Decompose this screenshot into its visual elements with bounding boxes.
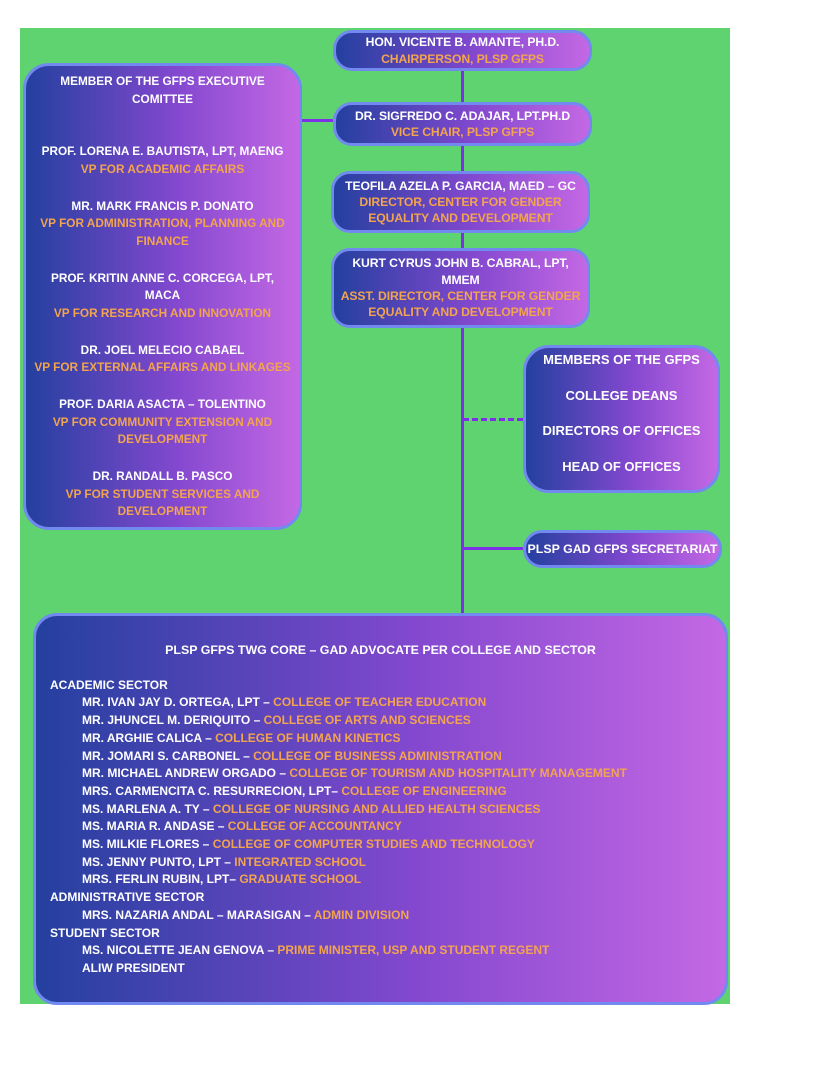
twg-entry: MS. NICOLETTE JEAN GENOVA – PRIME MINIST…: [50, 942, 711, 960]
twg-entry: MS. MILKIE FLORES – COLLEGE OF COMPUTER …: [50, 836, 711, 854]
twg-core-box: PLSP GFPS TWG CORE – GAD ADVOCATE PER CO…: [33, 613, 728, 1005]
twg-entry: MRS. NAZARIA ANDAL – MARASIGAN – ADMIN D…: [50, 907, 711, 925]
advocate-role: COLLEGE OF ACCOUNTANCY: [227, 819, 402, 834]
advocate-name: MRS. CARMENCITA C. RESURRECION, LPT–: [82, 783, 342, 798]
committee-member: DR. JOEL MELECIO CABAEL VP FOR EXTERNAL …: [34, 342, 291, 377]
connector-members-dashed: [463, 418, 523, 421]
advocate-name: MR. ARGHIE CALICA –: [82, 730, 216, 745]
member-title: VP FOR COMMUNITY EXTENSION AND DEVELOPME…: [52, 414, 273, 447]
twg-entry: MRS. CARMENCITA C. RESURRECION, LPT– COL…: [50, 783, 711, 801]
advocate-name: MS. MARIA R. ANDASE –: [82, 819, 228, 834]
twg-entry: MS. MARLENA A. TY – COLLEGE OF NURSING A…: [50, 801, 711, 819]
committee-member: PROF. KRITIN ANNE C. CORCEGA, LPT, MACA …: [34, 270, 291, 323]
member-name: DR. RANDALL B. PASCO: [92, 469, 233, 483]
member-title: VP FOR ADMINISTRATION, PLANNING AND FINA…: [40, 216, 285, 248]
members-line: HEAD OF OFFICES: [562, 458, 681, 474]
advocate-name: MR. JOMARI S. CARBONEL –: [82, 748, 254, 763]
member-name: PROF. DARIA ASACTA – TOLENTINO: [59, 397, 266, 411]
connector-secretariat: [463, 547, 523, 550]
section-heading: ACADEMIC SECTOR: [50, 677, 168, 692]
member-title: VP FOR ACADEMIC AFFAIRS: [80, 161, 245, 176]
advocate-role: COLLEGE OF TOURISM AND HOSPITALITY MANAG…: [289, 766, 627, 781]
connector-execcommittee: [301, 119, 333, 122]
advocate-role: GRADUATE SCHOOL: [239, 872, 362, 887]
twg-section-student: STUDENT SECTOR MS. NICOLETTE JEAN GENOVA…: [50, 925, 711, 978]
section-heading: ADMINISTRATIVE SECTOR: [50, 890, 205, 905]
advocate-role: COLLEGE OF HUMAN KINETICS: [215, 730, 401, 745]
members-line: COLLEGE DEANS: [565, 387, 678, 403]
member-name: DR. JOEL MELECIO CABAEL: [80, 342, 245, 357]
advocate-role: COLLEGE OF TEACHER EDUCATION: [273, 695, 487, 710]
advocate-role: COLLEGE OF NURSING AND ALLIED HEALTH SCI…: [212, 801, 541, 816]
member-title: VP FOR RESEARCH AND INNOVATION: [53, 305, 272, 320]
advocate-role: PRIME MINISTER, USP AND STUDENT REGENT: [277, 943, 550, 958]
advocate-name: MS. NICOLETTE JEAN GENOVA –: [82, 943, 278, 958]
committee-member: DR. RANDALL B. PASCO VP FOR STUDENT SERV…: [34, 468, 291, 521]
asst-director-box: KURT CYRUS JOHN B. CABRAL, LPT, MMEM ASS…: [331, 248, 590, 328]
director-name: TEOFILA AZELA P. GARCIA, MAED – GC: [345, 178, 576, 193]
advocate-role: INTEGRATED SCHOOL: [234, 854, 367, 869]
advocate-name: MRS. NAZARIA ANDAL – MARASIGAN –: [82, 907, 314, 922]
advocate-role: COLLEGE OF BUSINESS ADMINISTRATION: [253, 748, 502, 763]
advocate-name: MRS. FERLIN RUBIN, LPT–: [82, 872, 240, 887]
committee-member: MR. MARK FRANCIS P. DONATO VP FOR ADMINI…: [34, 198, 291, 251]
committee-member: PROF. LORENA E. BAUTISTA, LPT, MAENG VP …: [34, 143, 291, 178]
director-title: DIRECTOR, CENTER FOR GENDER EQUALITY AND…: [359, 194, 562, 226]
secretariat-box: PLSP GAD GFPS SECRETARIAT: [523, 530, 722, 568]
gfps-members-box: MEMBERS OF THE GFPS COLLEGE DEANS DIRECT…: [523, 345, 720, 493]
vicechair-name: DR. SIGFREDO C. ADAJAR, LPT.PH.D: [354, 108, 571, 123]
director-box: TEOFILA AZELA P. GARCIA, MAED – GC DIREC…: [331, 171, 590, 233]
members-line: MEMBERS OF THE GFPS: [543, 352, 700, 367]
member-name: MR. MARK FRANCIS P. DONATO: [71, 198, 254, 213]
member-name: PROF. LORENA E. BAUTISTA, LPT, MAENG: [41, 144, 284, 158]
twg-entry: MR. IVAN JAY D. ORTEGA, LPT – COLLEGE OF…: [50, 694, 711, 712]
connector-vicechair-director: [461, 146, 464, 171]
executive-committee-box: MEMBER OF THE GFPS EXECUTIVE COMITTEE PR…: [23, 63, 302, 530]
vicechair-title: VICE CHAIR, PLSP GFPS: [390, 125, 535, 139]
chairperson-name: HON. VICENTE B. AMANTE, PH.D.: [365, 35, 560, 50]
advocate-name: MR. MICHAEL ANDREW ORGADO –: [82, 766, 290, 781]
advocate-name: MR. JHUNCEL M. DERIQUITO –: [82, 713, 264, 728]
twg-entry: MS. JENNY PUNTO, LPT – INTEGRATED SCHOOL: [50, 854, 711, 872]
twg-section-administrative: ADMINISTRATIVE SECTOR MRS. NAZARIA ANDAL…: [50, 889, 711, 924]
member-title: VP FOR EXTERNAL AFFAIRS AND LINKAGES: [34, 360, 291, 374]
connector-director-asstdirector: [461, 232, 464, 248]
twg-title: PLSP GFPS TWG CORE – GAD ADVOCATE PER CO…: [165, 643, 596, 657]
advocate-role: ADMIN DIVISION: [313, 907, 410, 922]
org-chart-canvas: HON. VICENTE B. AMANTE, PH.D. CHAIRPERSO…: [20, 28, 730, 1005]
chairperson-title: CHAIRPERSON, PLSP GFPS: [381, 51, 544, 66]
advocate-name: MS. MILKIE FLORES –: [82, 837, 213, 852]
connector-spine: [461, 327, 464, 613]
twg-entry: ALIW PRESIDENT: [50, 960, 711, 978]
advocate-role: COLLEGE OF COMPUTER STUDIES AND TECHNOLO…: [212, 837, 535, 852]
member-title: VP FOR STUDENT SERVICES AND DEVELOPMENT: [65, 486, 260, 519]
twg-entry: MR. ARGHIE CALICA – COLLEGE OF HUMAN KIN…: [50, 730, 711, 748]
executive-committee-heading: MEMBER OF THE GFPS EXECUTIVE COMITTEE: [60, 74, 265, 106]
advocate-role: COLLEGE OF ENGINEERING: [341, 783, 507, 798]
section-heading: STUDENT SECTOR: [50, 925, 160, 940]
secretariat-label: PLSP GAD GFPS SECRETARIAT: [527, 542, 718, 556]
twg-entry: MR. MICHAEL ANDREW ORGADO – COLLEGE OF T…: [50, 765, 711, 783]
twg-entry: MR. JHUNCEL M. DERIQUITO – COLLEGE OF AR…: [50, 712, 711, 730]
advocate-name: MR. IVAN JAY D. ORTEGA, LPT –: [82, 695, 274, 710]
chairperson-box: HON. VICENTE B. AMANTE, PH.D. CHAIRPERSO…: [333, 30, 592, 71]
members-line: DIRECTORS OF OFFICES: [542, 423, 701, 438]
asst-director-title: ASST. DIRECTOR, CENTER FOR GENDER EQUALI…: [340, 289, 581, 320]
twg-entry: MRS. FERLIN RUBIN, LPT– GRADUATE SCHOOL: [50, 871, 711, 889]
vicechair-box: DR. SIGFREDO C. ADAJAR, LPT.PH.D VICE CH…: [333, 102, 592, 146]
twg-entry: MR. JOMARI S. CARBONEL – COLLEGE OF BUSI…: [50, 748, 711, 766]
committee-member: PROF. DARIA ASACTA – TOLENTINO VP FOR CO…: [34, 396, 291, 449]
advocate-name: MS. MARLENA A. TY –: [82, 801, 213, 816]
asst-director-name: KURT CYRUS JOHN B. CABRAL, LPT, MMEM: [352, 256, 569, 287]
twg-section-academic: ACADEMIC SECTOR MR. IVAN JAY D. ORTEGA, …: [50, 677, 711, 889]
advocate-role: COLLEGE OF ARTS AND SCIENCES: [263, 713, 471, 728]
member-name: PROF. KRITIN ANNE C. CORCEGA, LPT, MACA: [50, 270, 275, 303]
twg-entry: MS. MARIA R. ANDASE – COLLEGE OF ACCOUNT…: [50, 818, 711, 836]
advocate-name: ALIW PRESIDENT: [82, 960, 185, 975]
advocate-name: MS. JENNY PUNTO, LPT –: [82, 854, 235, 869]
